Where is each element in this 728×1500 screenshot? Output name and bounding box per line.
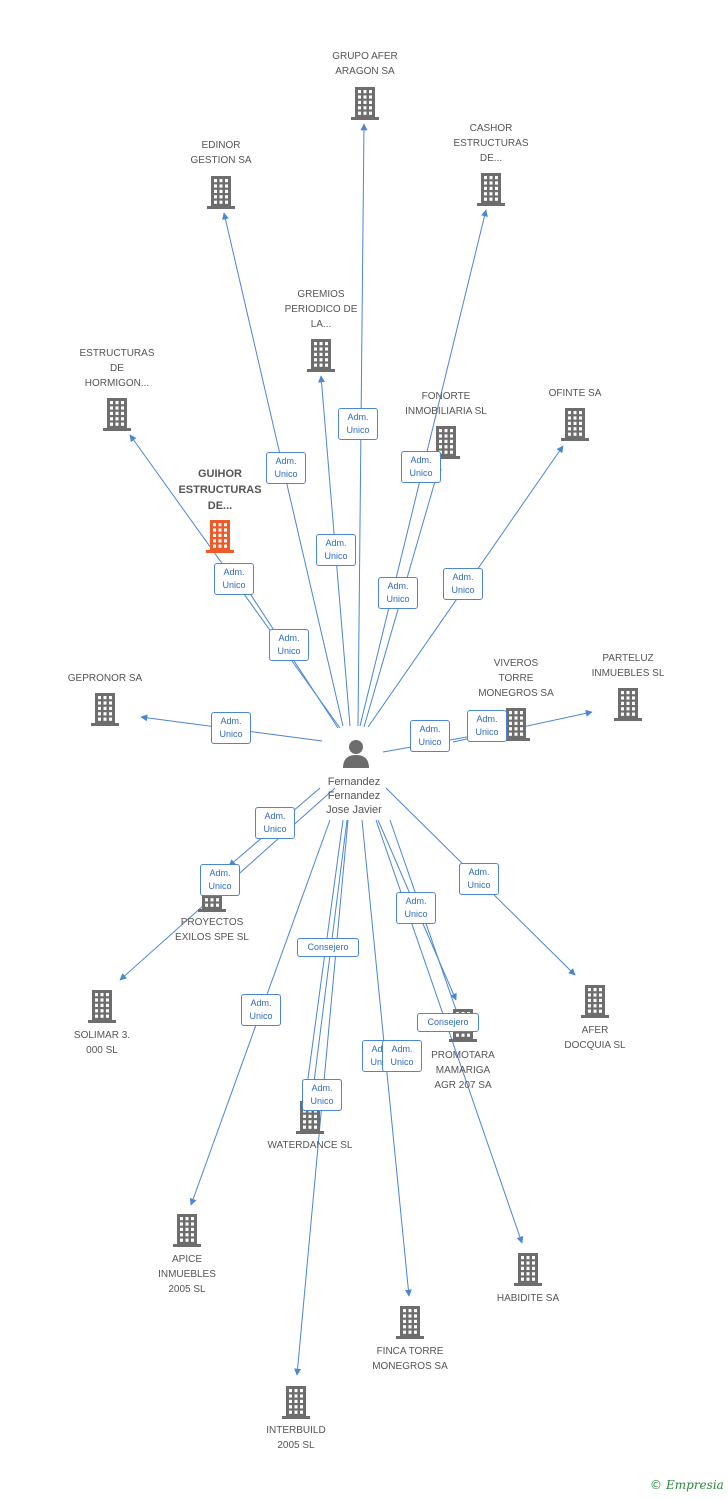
building-icon-parteluz[interactable] (614, 688, 642, 721)
company-name-afer[interactable]: AFER DOCQUIA SL (564, 1025, 626, 1051)
building-icon-interbuild[interactable] (282, 1386, 310, 1419)
building-icon-afer[interactable] (581, 985, 609, 1018)
empresia-watermark: © Empresia (650, 1478, 724, 1492)
empresia-logo-text: Empresia (666, 1478, 724, 1492)
edge-label-edinor[interactable]: Adm. Unico (266, 452, 306, 484)
building-icon-apice[interactable] (173, 1214, 201, 1247)
edge-label-grupo[interactable]: Adm. Unico (338, 408, 378, 440)
edge-label-gepronor[interactable]: Adm. Unico (211, 712, 251, 744)
building-icon-ofinte[interactable] (561, 408, 589, 441)
company-name-proyectos[interactable]: PROYECTOS EXILOS SPE SL (175, 917, 249, 943)
edge-label-cashor[interactable]: Adm. Unico (378, 577, 418, 609)
copyright-symbol: © (650, 1478, 662, 1492)
edge-label-parteluz[interactable]: Adm. Unico (467, 710, 507, 742)
building-icon-gremios[interactable] (307, 339, 335, 372)
company-name-parteluz[interactable]: PARTELUZ INMUEBLES SL (591, 653, 665, 679)
company-name-hormigon[interactable]: ESTRUCTURAS DE HORMIGON... (79, 348, 155, 389)
edge-label-guihor[interactable]: Adm. Unico (269, 629, 309, 661)
company-name-finca[interactable]: FINCA TORRE MONEGROS SA (372, 1346, 448, 1372)
company-name-solimar[interactable]: SOLIMAR 3. 000 SL (73, 1030, 131, 1056)
building-icon-grupo[interactable] (351, 87, 379, 120)
edge-label-promotara[interactable]: Consejero (417, 1013, 479, 1032)
company-name-gepronor[interactable]: GEPRONOR SA (67, 673, 143, 684)
company-name-viveros[interactable]: VIVEROS TORRE MONEGROS SA (478, 658, 554, 699)
building-icon-solimar[interactable] (88, 990, 116, 1023)
company-name-ofinte[interactable]: OFINTE SA (548, 388, 602, 399)
company-name-guihor[interactable]: GUIHOR ESTRUCTURAS DE... (178, 468, 262, 512)
edge-label-fonorte[interactable]: Adm. Unico (401, 451, 441, 483)
person-name[interactable]: Fernandez Fernandez Jose Javier (326, 776, 382, 816)
building-icon-cashor[interactable] (477, 173, 505, 206)
company-name-edinor[interactable]: EDINOR GESTION SA (190, 140, 252, 166)
edge-label-hormigon[interactable]: Adm. Unico (214, 563, 254, 595)
company-name-habidite[interactable]: HABIDITE SA (496, 1293, 560, 1304)
building-icon-habidite[interactable] (514, 1253, 542, 1286)
building-icon-viveros[interactable] (502, 708, 530, 741)
edge-label-proyectos[interactable]: Adm. Unico (255, 807, 295, 839)
company-name-interbuild[interactable]: INTERBUILD 2005 SL (266, 1425, 326, 1451)
company-name-promotara[interactable]: PROMOTARA MAMARIGA AGR 207 SA (431, 1050, 495, 1091)
company-name-fonorte[interactable]: FONORTE INMOBILIARIA SL (405, 391, 487, 417)
company-name-apice[interactable]: APICE INMUEBLES 2005 SL (158, 1254, 216, 1295)
building-icon-hormigon[interactable] (103, 398, 131, 431)
edge-label-ofinte[interactable]: Adm. Unico (443, 568, 483, 600)
company-name-grupo[interactable]: GRUPO AFER ARAGON SA (332, 51, 398, 77)
company-name-cashor[interactable]: CASHOR ESTRUCTURAS DE... (453, 123, 529, 164)
edge-label-afer[interactable]: Adm. Unico (459, 863, 499, 895)
edge-label-viveros[interactable]: Adm. Unico (410, 720, 450, 752)
building-icon-edinor[interactable] (207, 176, 235, 209)
edge-label-finca[interactable]: Adm. Unico (382, 1040, 422, 1072)
edge-label-solimar[interactable]: Adm. Unico (200, 864, 240, 896)
edge-label-promotara[interactable]: Adm. Unico (396, 892, 436, 924)
building-icon-gepronor[interactable] (91, 693, 119, 726)
edge-label-apice[interactable]: Adm. Unico (241, 994, 281, 1026)
edge-label-interbuild[interactable]: Adm. Unico (302, 1079, 342, 1111)
company-name-gremios[interactable]: GREMIOS PERIODICO DE LA... (284, 289, 358, 330)
edge-label-gremios[interactable]: Adm. Unico (316, 534, 356, 566)
person-icon[interactable] (343, 740, 369, 768)
company-name-waterdance[interactable]: WATERDANCE SL (267, 1140, 353, 1151)
building-icon-finca[interactable] (396, 1306, 424, 1339)
building-icon-guihor[interactable] (206, 520, 234, 553)
edge-label-waterdance[interactable]: Consejero (297, 938, 359, 957)
